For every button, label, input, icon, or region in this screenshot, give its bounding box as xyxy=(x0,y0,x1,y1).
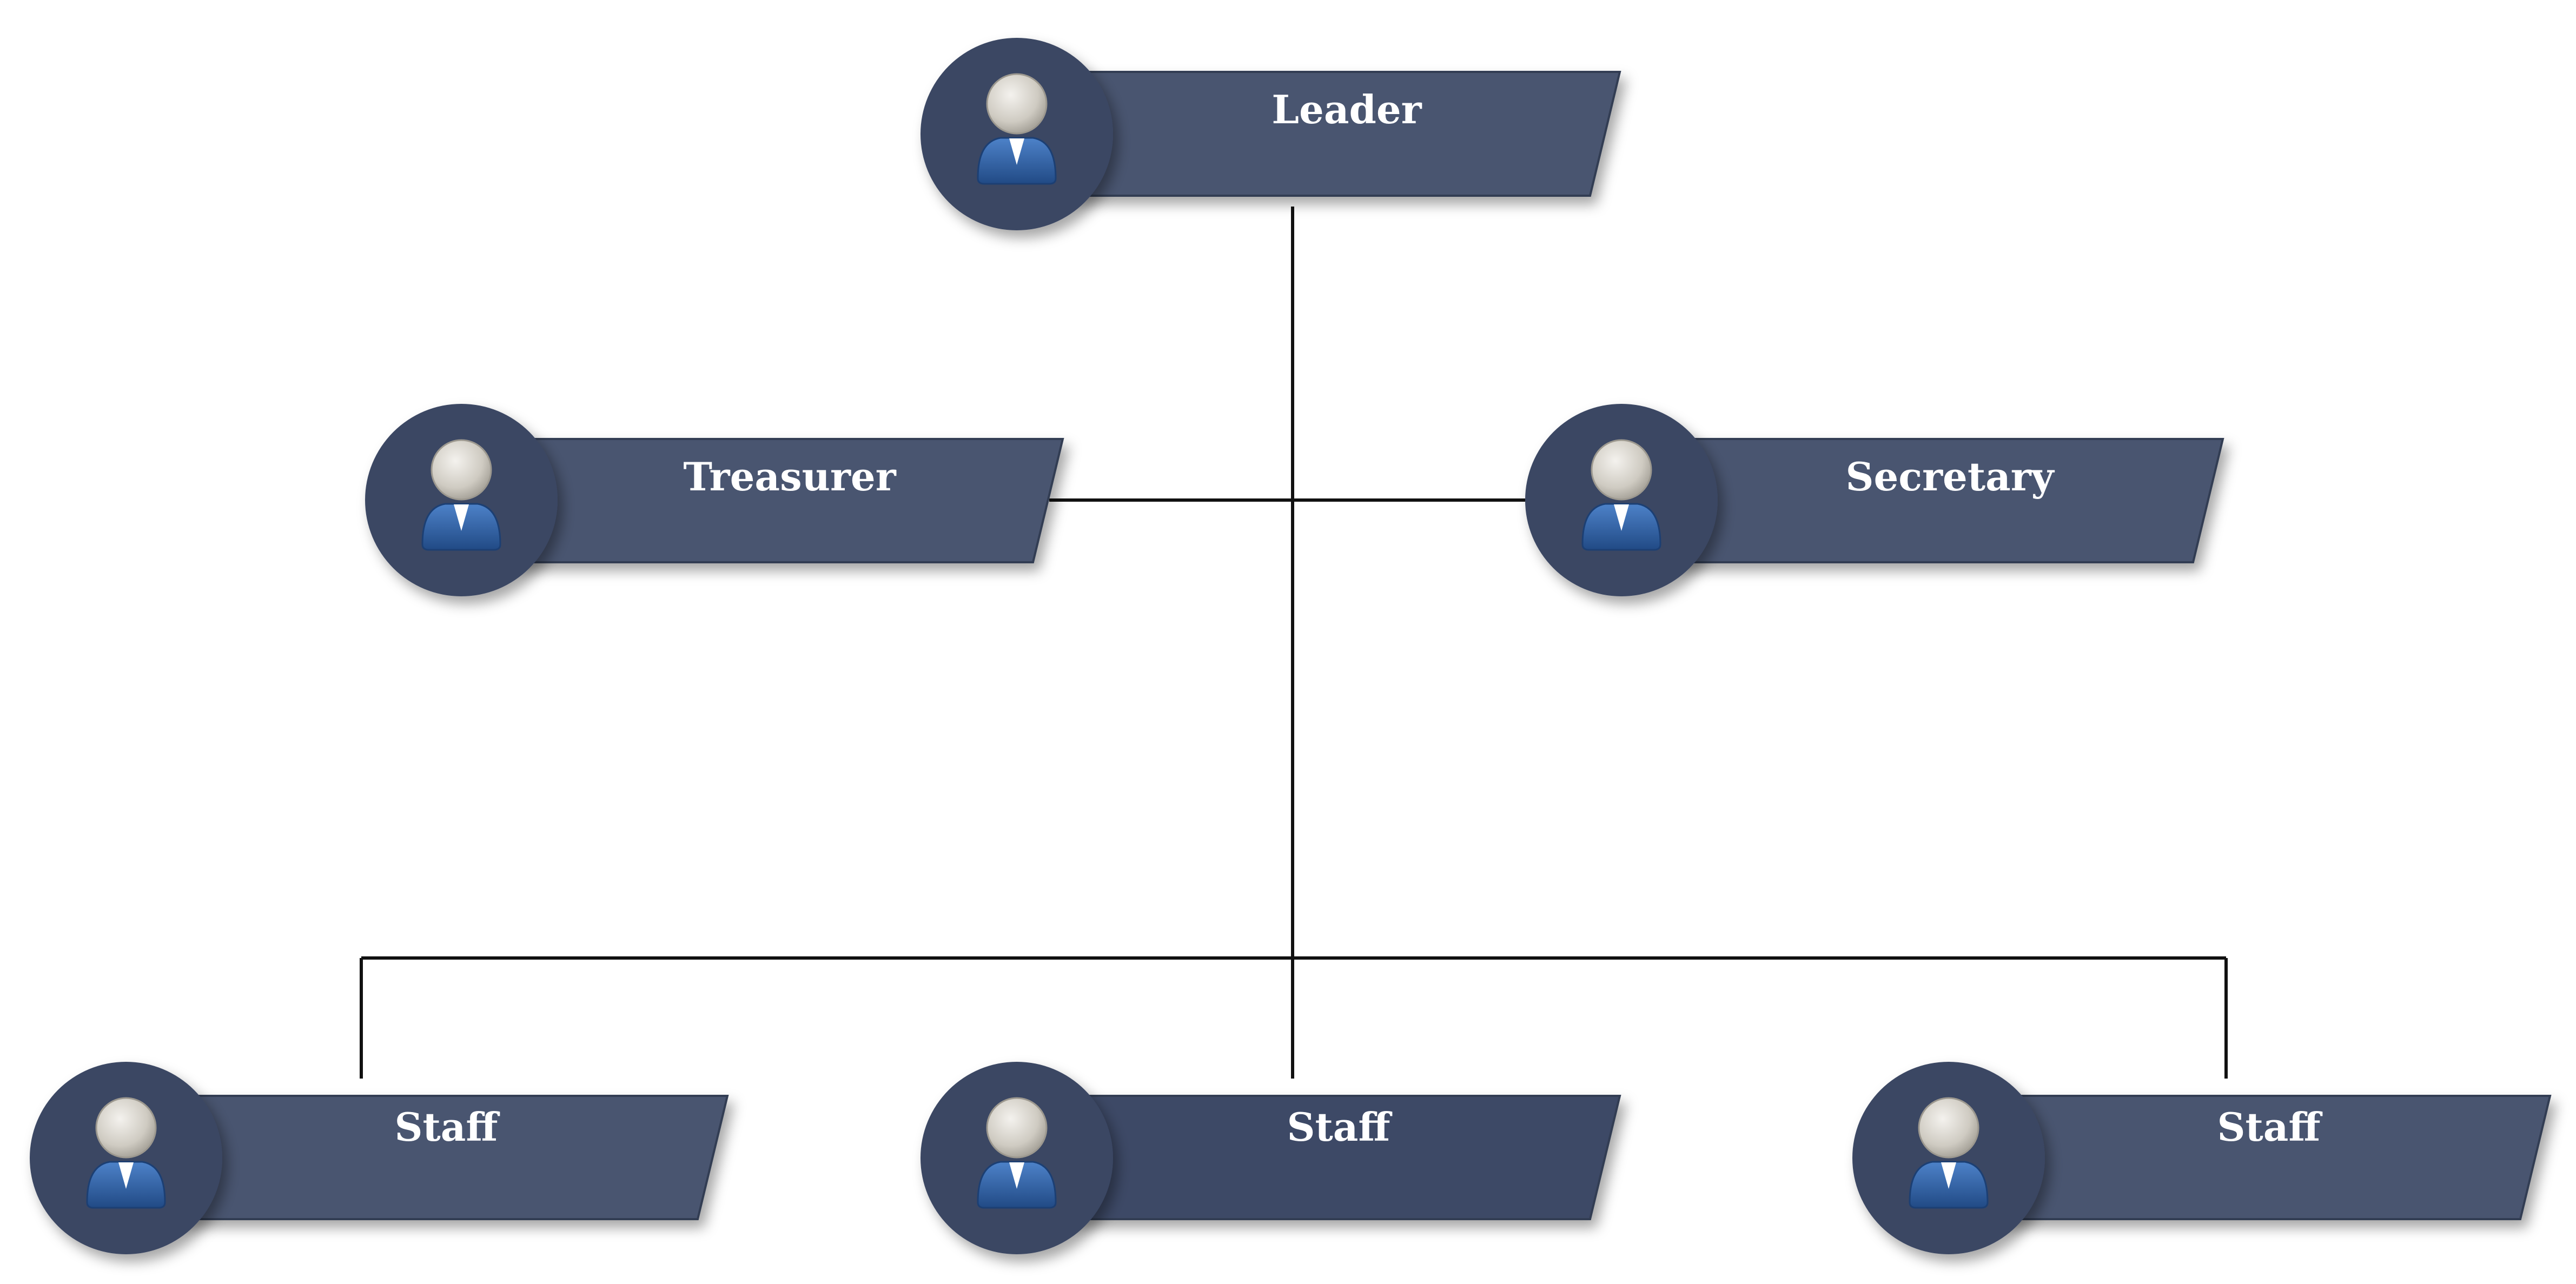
connector-lines xyxy=(360,207,2228,1079)
node-staff-1: Staff xyxy=(30,1062,729,1254)
person-icon xyxy=(921,1062,1113,1254)
node-label: Staff xyxy=(394,1104,500,1150)
node-label: Secretary xyxy=(1845,454,2055,500)
person-icon xyxy=(1525,404,1718,596)
node-label: Staff xyxy=(2217,1104,2322,1150)
person-icon xyxy=(1852,1062,2045,1254)
node-treasurer: Treasurer xyxy=(365,404,1064,596)
person-icon xyxy=(921,38,1113,230)
node-leader: Leader xyxy=(921,38,1621,230)
node-label: Treasurer xyxy=(683,454,896,500)
person-icon xyxy=(30,1062,222,1254)
node-staff-3: Staff xyxy=(1852,1062,2552,1254)
node-staff-2: Staff xyxy=(921,1062,1621,1254)
node-secretary: Secretary xyxy=(1525,404,2224,596)
node-label: Leader xyxy=(1272,87,1422,132)
person-icon xyxy=(365,404,558,596)
node-label: Staff xyxy=(1287,1104,1392,1150)
